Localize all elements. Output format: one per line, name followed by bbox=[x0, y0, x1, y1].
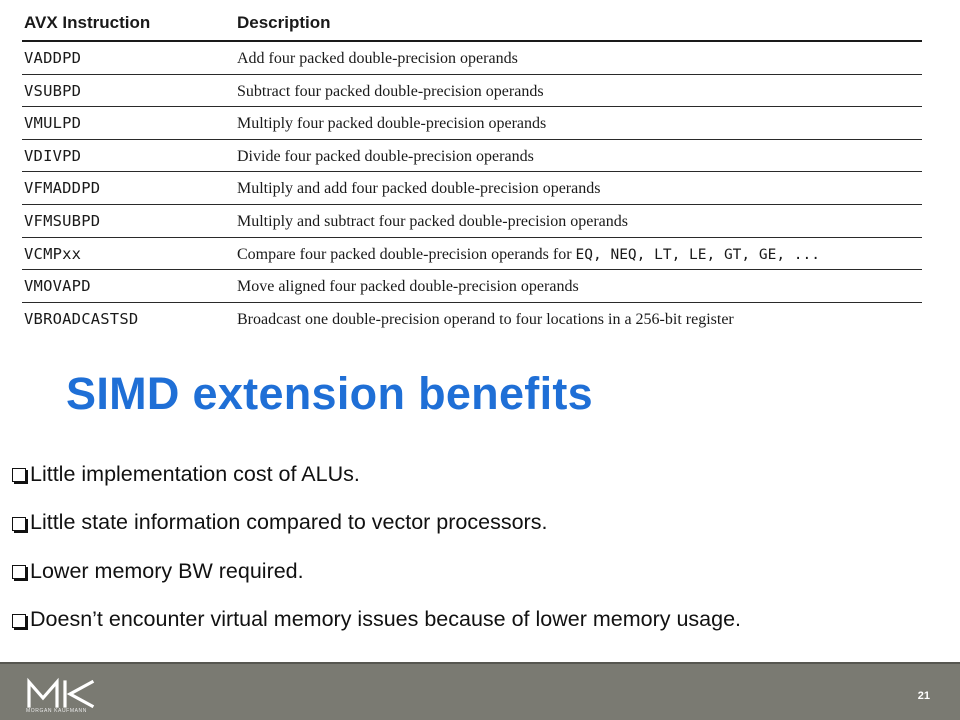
description-cell: Compare four packed double-precision ope… bbox=[237, 246, 820, 264]
bullet-text: Doesn’t encounter virtual memory issues … bbox=[30, 607, 742, 632]
bullet-item: Little implementation cost of ALUs. bbox=[12, 450, 741, 499]
description-cell: Add four packed double-precision operand… bbox=[237, 50, 518, 68]
header-instruction: AVX Instruction bbox=[24, 13, 151, 32]
instruction-cell: VCMPxx bbox=[24, 244, 82, 263]
instruction-cell: VFMADDPD bbox=[24, 179, 101, 198]
table-row: VADDPD Add four packed double-precision o… bbox=[22, 42, 922, 75]
bullet-text: Little state information compared to vec… bbox=[30, 510, 548, 535]
avx-instruction-table: AVX Instruction Description VADDPD Add fo… bbox=[22, 10, 922, 335]
bullet-item: Lower memory BW required. bbox=[12, 547, 741, 596]
table-body: VADDPD Add four packed double-precision o… bbox=[22, 42, 922, 335]
table-row: VDIVPD Divide four packed double-precisio… bbox=[22, 140, 922, 173]
bullet-item: Doesn’t encounter virtual memory issues … bbox=[12, 596, 741, 645]
instruction-cell: VMOVAPD bbox=[24, 277, 91, 296]
page-number: 21 bbox=[917, 690, 930, 702]
checkbox-bullet-icon bbox=[12, 613, 26, 628]
publisher-logo bbox=[27, 677, 95, 709]
footer-bar: MORGAN KAUFMANN 21 bbox=[0, 662, 960, 720]
description-cell: Broadcast one double-precision operand t… bbox=[237, 311, 734, 329]
checkbox-bullet-icon bbox=[12, 565, 26, 580]
slide-title: SIMD extension benefits bbox=[66, 368, 593, 419]
description-text: Multiply four packed double-precision op… bbox=[237, 115, 547, 133]
description-operators: EQ, NEQ, LT, LE, GT, GE, ... bbox=[575, 246, 820, 263]
description-text: Add four packed double-precision operand… bbox=[237, 50, 518, 67]
table-row: VFMADDPD Multiply and add four packed dou… bbox=[22, 172, 922, 205]
table-row: VBROADCASTSD Broadcast one double-precisi… bbox=[22, 303, 922, 336]
checkbox-bullet-icon bbox=[12, 468, 26, 483]
description-text: Divide four packed double-precision oper… bbox=[237, 147, 534, 165]
bullet-text: Lower memory BW required. bbox=[30, 558, 304, 583]
bullet-text: Little implementation cost of ALUs. bbox=[30, 461, 360, 486]
description-text: Subtract four packed double-precision op… bbox=[237, 82, 544, 100]
table-row: VSUBPD Subtract four packed double-precis… bbox=[22, 75, 922, 108]
description-text: Broadcast one double-precision operand t… bbox=[237, 310, 734, 328]
table-row: VMULPD Multiply four packed double-precis… bbox=[22, 107, 922, 140]
description-text: Compare four packed double-precision ope… bbox=[237, 245, 576, 263]
instruction-cell: VFMSUBPD bbox=[24, 211, 101, 230]
description-text: Multiply and add four packed double-prec… bbox=[237, 180, 601, 198]
publisher-name: MORGAN KAUFMANN bbox=[26, 708, 87, 714]
table-row: VMOVAPD Move aligned four packed double-p… bbox=[22, 270, 922, 303]
instruction-cell: VBROADCASTSD bbox=[24, 309, 139, 328]
checkbox-bullet-icon bbox=[12, 516, 26, 531]
description-cell: Multiply four packed double-precision op… bbox=[237, 115, 546, 133]
description-cell: Move aligned four packed double-precisio… bbox=[237, 278, 579, 296]
header-description: Description bbox=[237, 13, 331, 32]
description-cell: Subtract four packed double-precision op… bbox=[237, 83, 544, 101]
description-text: Move aligned four packed double-precisio… bbox=[237, 278, 579, 296]
table-row: VFMSUBPD Multiply and subtract four packe… bbox=[22, 205, 922, 238]
description-text: Multiply and subtract four packed double… bbox=[237, 212, 628, 230]
instruction-cell: VMULPD bbox=[24, 114, 82, 133]
description-cell: Multiply and subtract four packed double… bbox=[237, 213, 628, 231]
instruction-cell: VDIVPD bbox=[24, 146, 82, 165]
table-header: AVX Instruction Description bbox=[22, 10, 922, 42]
table-row: VCMPxx Compare four packed double-precisi… bbox=[22, 238, 922, 271]
description-cell: Divide four packed double-precision oper… bbox=[237, 148, 534, 166]
bullet-item: Little state information compared to vec… bbox=[12, 499, 741, 548]
bullet-list: Little implementation cost of ALUs. Littl… bbox=[12, 450, 741, 644]
instruction-cell: VSUBPD bbox=[24, 81, 82, 100]
instruction-cell: VADDPD bbox=[24, 49, 82, 67]
description-cell: Multiply and add four packed double-prec… bbox=[237, 180, 600, 198]
